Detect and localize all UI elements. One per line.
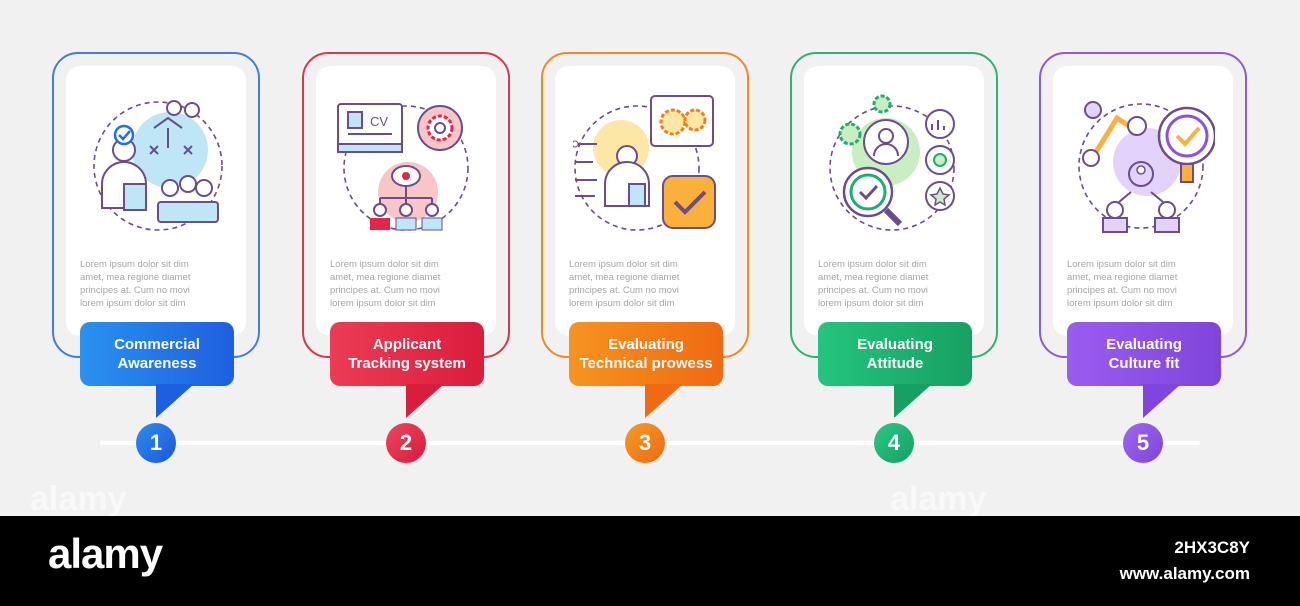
site-url: www.alamy.com: [1119, 564, 1250, 583]
image-code: 2HX3C8Y: [1174, 538, 1250, 557]
label-pointer: [156, 384, 194, 418]
footer-bar: [0, 516, 1300, 606]
infographic: alamy alamy Lorem ipsum dolor s: [30, 52, 1247, 518]
step-number-5: 5: [1123, 423, 1163, 463]
brand-logo: alamy: [48, 530, 163, 577]
label-pointer: [406, 384, 444, 418]
label-pointer: [1143, 384, 1181, 418]
step-number-4: 4: [874, 423, 914, 463]
svg-text:CV: CV: [370, 114, 388, 129]
culture-fit-icon: [1078, 101, 1215, 233]
step-number-3: 3: [625, 423, 665, 463]
watermark: alamy: [30, 480, 127, 518]
cv-tracking-icon: CV: [337, 103, 469, 231]
step-number-2: 2: [386, 423, 426, 463]
step-number-1: 1: [136, 423, 176, 463]
technical-gears-icon: [573, 95, 716, 231]
strategy-team-icon: [93, 100, 223, 231]
attitude-evaluation-icon: [829, 94, 955, 231]
label-pointer: [894, 384, 932, 418]
label-pointer: [645, 384, 683, 418]
watermark: alamy: [890, 480, 987, 518]
